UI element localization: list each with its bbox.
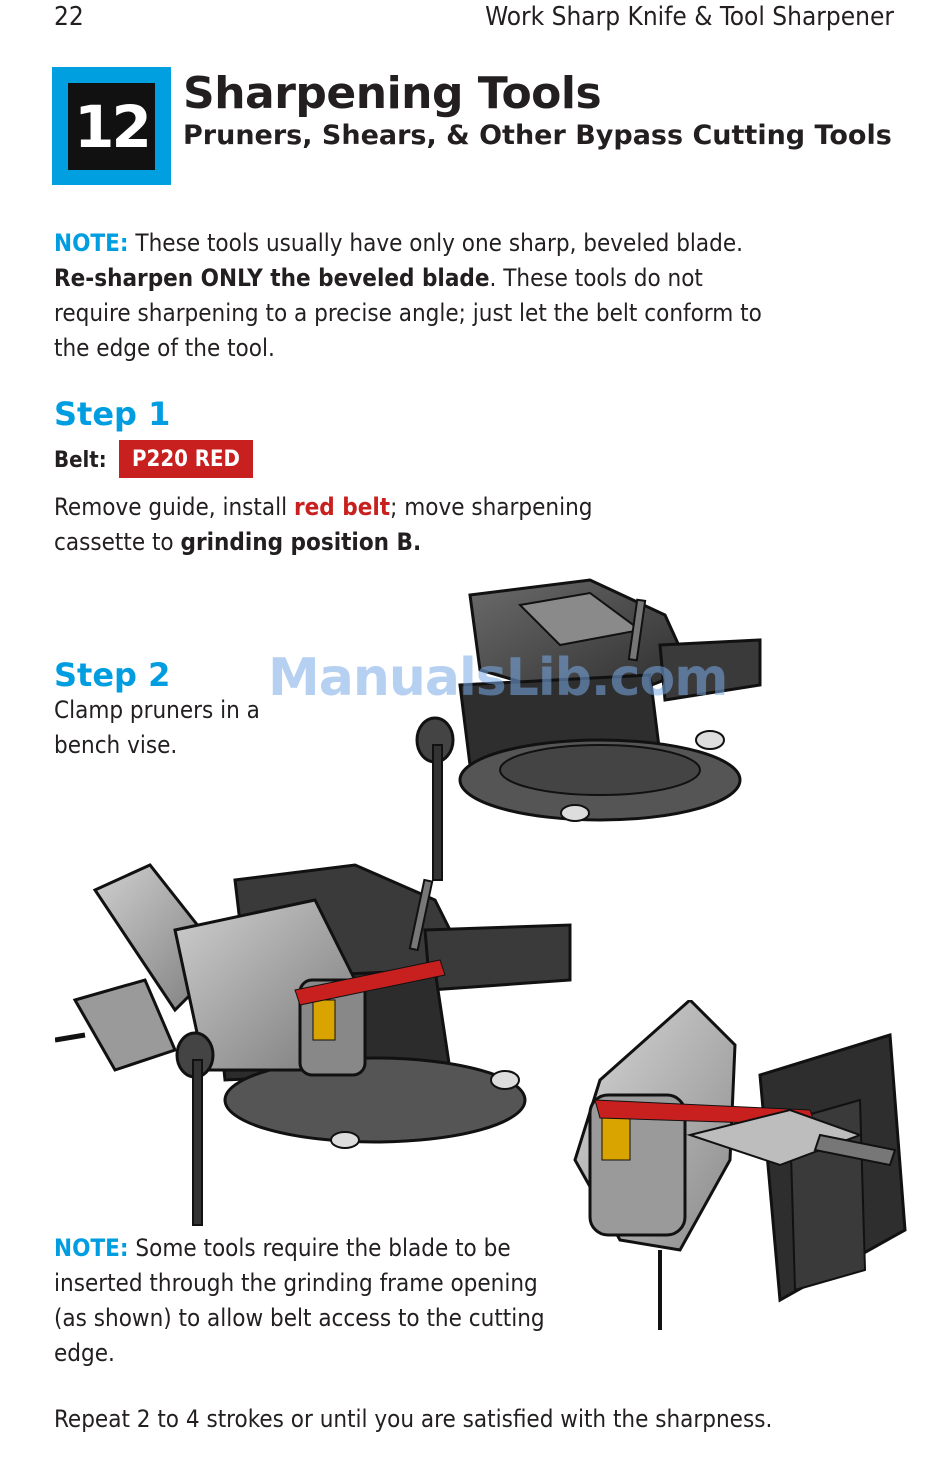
note-text: These tools usually have only one sharp,… xyxy=(128,229,743,257)
page-number: 22 xyxy=(54,2,84,32)
closeup-illustration xyxy=(573,1000,907,1330)
note-2-text: Some tools require the blade to be inser… xyxy=(54,1234,545,1367)
red-belt-text: red belt xyxy=(293,493,391,521)
page-title: Sharpening Tools xyxy=(183,68,602,119)
page-subtitle: Pruners, Shears, & Other Bypass Cutting … xyxy=(183,120,892,151)
note-emphasis: Re-sharpen ONLY the beveled blade xyxy=(54,264,490,292)
repeat-instruction: Repeat 2 to 4 strokes or until you are s… xyxy=(54,1405,773,1433)
bench-vise-illustration xyxy=(415,578,762,881)
note-label: NOTE: xyxy=(54,229,129,257)
chapter-number-box: 12 xyxy=(52,67,171,185)
note-intro: NOTE: These tools usually have only one … xyxy=(54,226,774,366)
chapter-number: 12 xyxy=(68,83,155,170)
grinding-position-text: grinding position B. xyxy=(180,528,422,556)
step-1-text-part: Remove guide, install xyxy=(54,493,294,521)
step-1-text: Remove guide, install red belt; move sha… xyxy=(54,490,614,560)
step-1-text-part-2: ; move sharpening cassette to xyxy=(54,493,593,556)
belt-label: Belt: xyxy=(54,448,107,473)
note-2-label: NOTE: xyxy=(54,1234,129,1262)
step-1-heading: Step 1 xyxy=(54,395,171,433)
watermark: ManualsLib.com xyxy=(268,648,728,708)
belt-badge: P220 RED xyxy=(119,440,253,478)
running-title: Work Sharp Knife & Tool Sharpener xyxy=(485,2,894,32)
note-text-continued: . These tools do not require sharpening … xyxy=(54,264,762,362)
step-2-heading: Step 2 xyxy=(54,656,171,694)
sharpener-on-vise-illustration xyxy=(55,863,572,1226)
step-2-text: Clamp pruners in a bench vise. xyxy=(54,696,260,759)
note-blade-insertion: NOTE: Some tools require the blade to be… xyxy=(54,1231,564,1371)
